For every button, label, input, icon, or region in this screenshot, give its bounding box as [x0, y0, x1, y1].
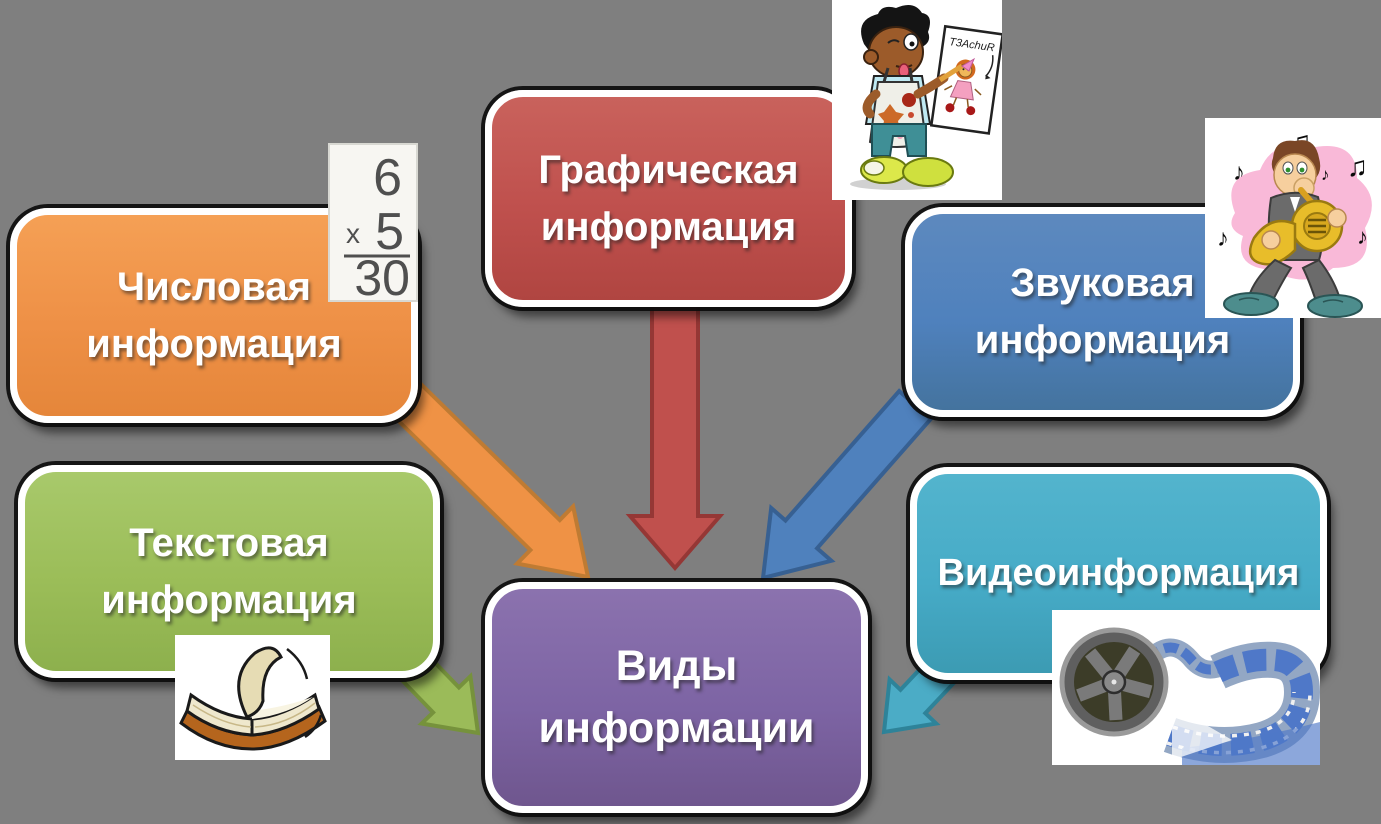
math-factor-bottom: 5 — [375, 203, 404, 261]
boy-pupil — [909, 41, 915, 47]
horn-grill — [1308, 218, 1326, 234]
reel-hub-pin — [1111, 679, 1117, 685]
label-line: Текстовая — [129, 520, 329, 565]
shoe-laces — [1238, 297, 1344, 303]
label-line: Графическая — [538, 147, 799, 192]
label-line: информация — [974, 318, 1231, 362]
boy-arm-left — [862, 89, 881, 119]
drawing-arrowhead — [985, 74, 991, 80]
arrow-sound-to-center — [760, 388, 934, 581]
note-icon: ♪ — [1217, 225, 1229, 252]
shoe-toe — [863, 160, 885, 176]
label-line: Числовая — [117, 264, 311, 309]
node-center-label: Виды информации — [492, 589, 861, 806]
label-line: Звуковая — [1010, 261, 1195, 306]
horn-player-graphic: ♫ ♪ ♫ ♪ ♪ ♪ — [1205, 118, 1381, 318]
math-factor-top: 6 — [373, 149, 402, 207]
page-edge-lines — [192, 702, 316, 728]
boy-pants — [871, 123, 927, 157]
paintbrush-handle — [938, 63, 964, 83]
motion-line — [304, 714, 323, 739]
paintbrush-tip — [961, 57, 976, 72]
node-sound-label: Звуковая информация — [912, 214, 1293, 410]
horn-player-image: ♫ ♪ ♫ ♪ ♪ ♪ — [1205, 118, 1381, 318]
book-flipping-page — [237, 646, 284, 719]
node-graphic-label: Графическая информация — [492, 97, 845, 300]
boy-shoe — [902, 157, 954, 187]
painting-boy-image: T3AchuR — [832, 0, 1002, 200]
doodle-shoe — [966, 106, 976, 116]
man-shirt — [1290, 197, 1300, 212]
label-line: информация — [540, 204, 797, 249]
math-example-image: 6 x 5 30 — [328, 143, 418, 302]
painting-boy-graphic: T3AchuR — [832, 0, 1002, 200]
paint-splotch-small — [908, 112, 914, 118]
math-card-graphic: 6 x 5 30 — [328, 143, 418, 302]
apron-straps — [882, 67, 914, 83]
film-reel-graphic — [1052, 610, 1320, 765]
boy-ear — [863, 49, 879, 65]
card-background — [328, 143, 418, 302]
doodle-dress — [949, 80, 974, 101]
math-operator: x — [346, 218, 360, 249]
drawing-arrow — [985, 55, 994, 77]
man-iris — [1285, 167, 1291, 173]
man-shoe — [1223, 292, 1279, 316]
label-line: информация — [101, 577, 357, 622]
reel-rim — [1059, 627, 1169, 737]
label-line: Виды — [615, 642, 738, 691]
node-video-label: Видеоинформация — [917, 474, 1320, 673]
doodle-eye — [962, 68, 965, 71]
film-frames-large — [1166, 648, 1314, 756]
man-iris — [1299, 167, 1305, 173]
doodle-shoe — [945, 103, 955, 113]
open-book-image — [175, 635, 330, 760]
man-hand — [1327, 208, 1347, 228]
doodle-limbs — [944, 85, 982, 108]
motion-line — [286, 648, 309, 680]
man-hand — [1261, 230, 1281, 250]
node-numeric-label: Числовая информация — [17, 215, 411, 416]
note-icon: ♪ — [1357, 224, 1368, 249]
math-product: 30 — [354, 250, 410, 302]
node-types-of-information: Виды информации — [485, 582, 868, 813]
note-icon: ♪ — [1233, 159, 1245, 186]
film-frames-small — [1144, 642, 1227, 675]
boy-squint — [887, 39, 900, 44]
open-book-graphic — [175, 635, 330, 760]
film-reel-image — [1052, 610, 1320, 765]
projector-light — [1172, 705, 1232, 760]
node-graphic-information: Графическая информация — [485, 90, 852, 307]
blue-wash — [1182, 722, 1320, 765]
arrow-numeric-to-center — [382, 375, 591, 580]
drawing-paper: T3AchuR — [929, 24, 1002, 135]
label-line: Видеоинформация — [937, 551, 1300, 594]
man-shoe — [1307, 294, 1363, 318]
book-open-page — [252, 697, 313, 719]
double-note-icon: ♫ — [1347, 151, 1368, 182]
note-icon: ♪ — [1321, 165, 1330, 184]
arrow-graphic-to-center — [625, 293, 725, 572]
label-line: информация — [86, 321, 342, 366]
node-text-label: Текстовая информация — [25, 472, 433, 671]
label-line: информации — [538, 703, 815, 752]
paint-splotch-red — [902, 93, 916, 107]
